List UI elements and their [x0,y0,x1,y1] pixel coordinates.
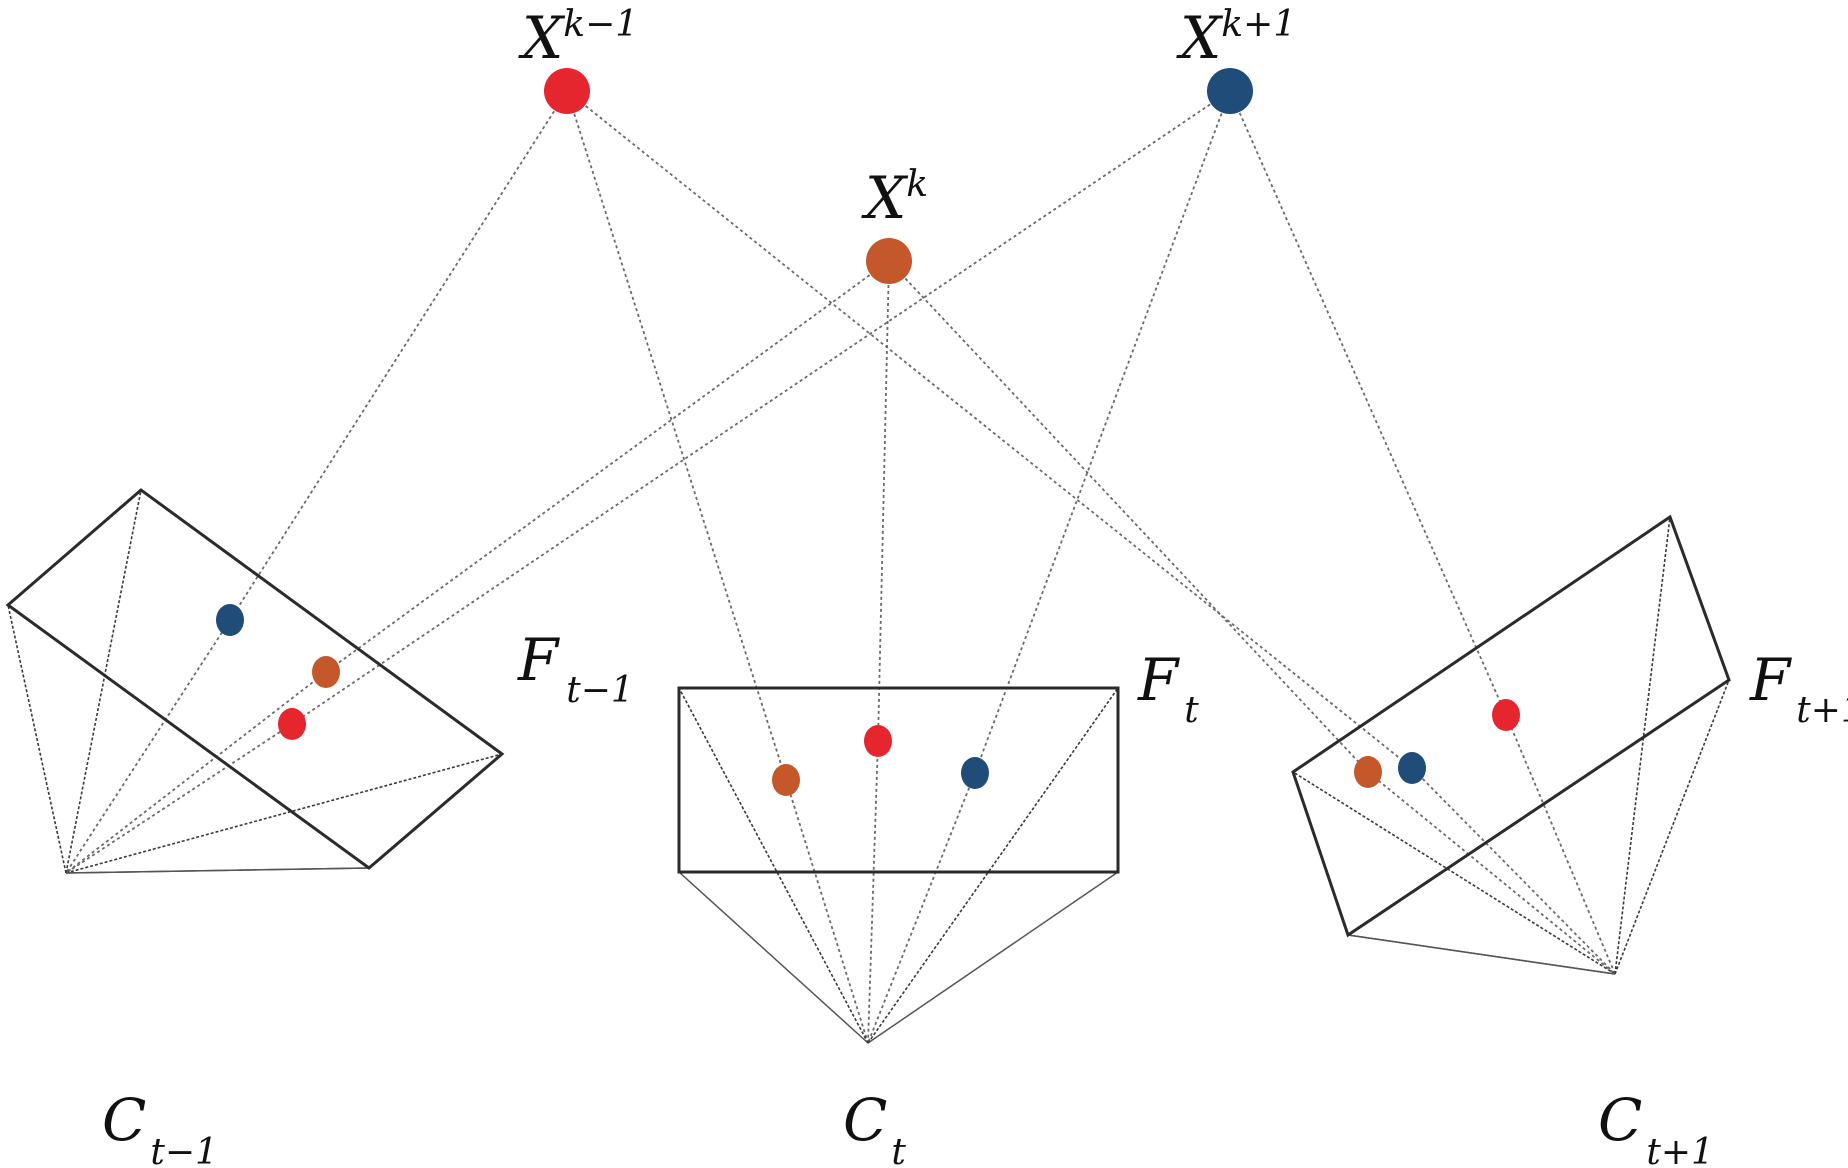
cone-base-C_tp1 [1347,934,1616,975]
world-point-X_km1 [544,68,590,114]
cone-edge-C_tm1-2 [65,753,503,874]
ray-X_kp1-F_t [867,90,1231,1044]
frame-F_tp1 [1291,514,1731,938]
label-X_km1: Xk−1 [518,4,638,72]
frame-F_tm1 [5,488,505,870]
world-point-X_k [866,238,912,284]
label-X_kp1: Xk+1 [1176,4,1296,72]
cone-edge-C_t-0 [678,871,869,1044]
image-point-F_t-blue [961,757,989,789]
ray-X_k-F_tp1 [888,260,1616,975]
world-point-X_kp1 [1207,68,1253,114]
cone-edge-C_t-2 [678,687,869,1044]
world-points [544,68,1253,284]
image-point-F_tm1-red [278,708,306,740]
cone-edge-C_tp1-0 [1292,771,1616,975]
image-point-F_tp1-blue [1398,752,1426,784]
cone-edge-C_tm1-0 [7,604,67,874]
camera-cones [7,489,1730,1044]
cone-edge-C_t-3 [867,687,1119,1044]
image-point-F_t-red [864,725,892,757]
frame-F_t [677,686,1120,874]
image-point-F_t-orange [772,764,800,796]
ray-X_kp1-F_tp1 [1229,90,1616,975]
ray-X_k-F_tm1 [65,260,890,874]
cone-edge-C_tp1-1 [1614,516,1671,975]
label-X_k: Xk [861,164,928,232]
projection-rays [65,90,1616,1044]
ray-X_km1-F_tm1 [65,90,568,874]
ray-X_km1-F_tp1 [566,90,1616,975]
label-F_tp1: Ft+1 [1749,646,1848,731]
cone-edge-C_t-1 [867,871,1119,1044]
cone-base-C_tm1 [65,867,370,874]
image-point-F_tm1-blue [216,604,244,636]
cone-edge-C_tp1-2 [1614,679,1730,975]
image-point-F_tp1-red [1492,699,1520,731]
ray-X_k-F_t [867,260,890,1044]
image-point-F_tp1-orange [1354,756,1382,788]
projected-points [216,604,1520,796]
image-frames [5,488,1731,938]
ray-X_km1-F_t [566,90,869,1044]
labels: Xk−1 Xk Xk+1 Ft−1 Ft Ft+1 Ct−1 Ct Ct+1 [102,4,1848,1168]
image-point-F_tm1-orange [312,656,340,688]
cone-edge-C_tm1-1 [65,489,142,874]
